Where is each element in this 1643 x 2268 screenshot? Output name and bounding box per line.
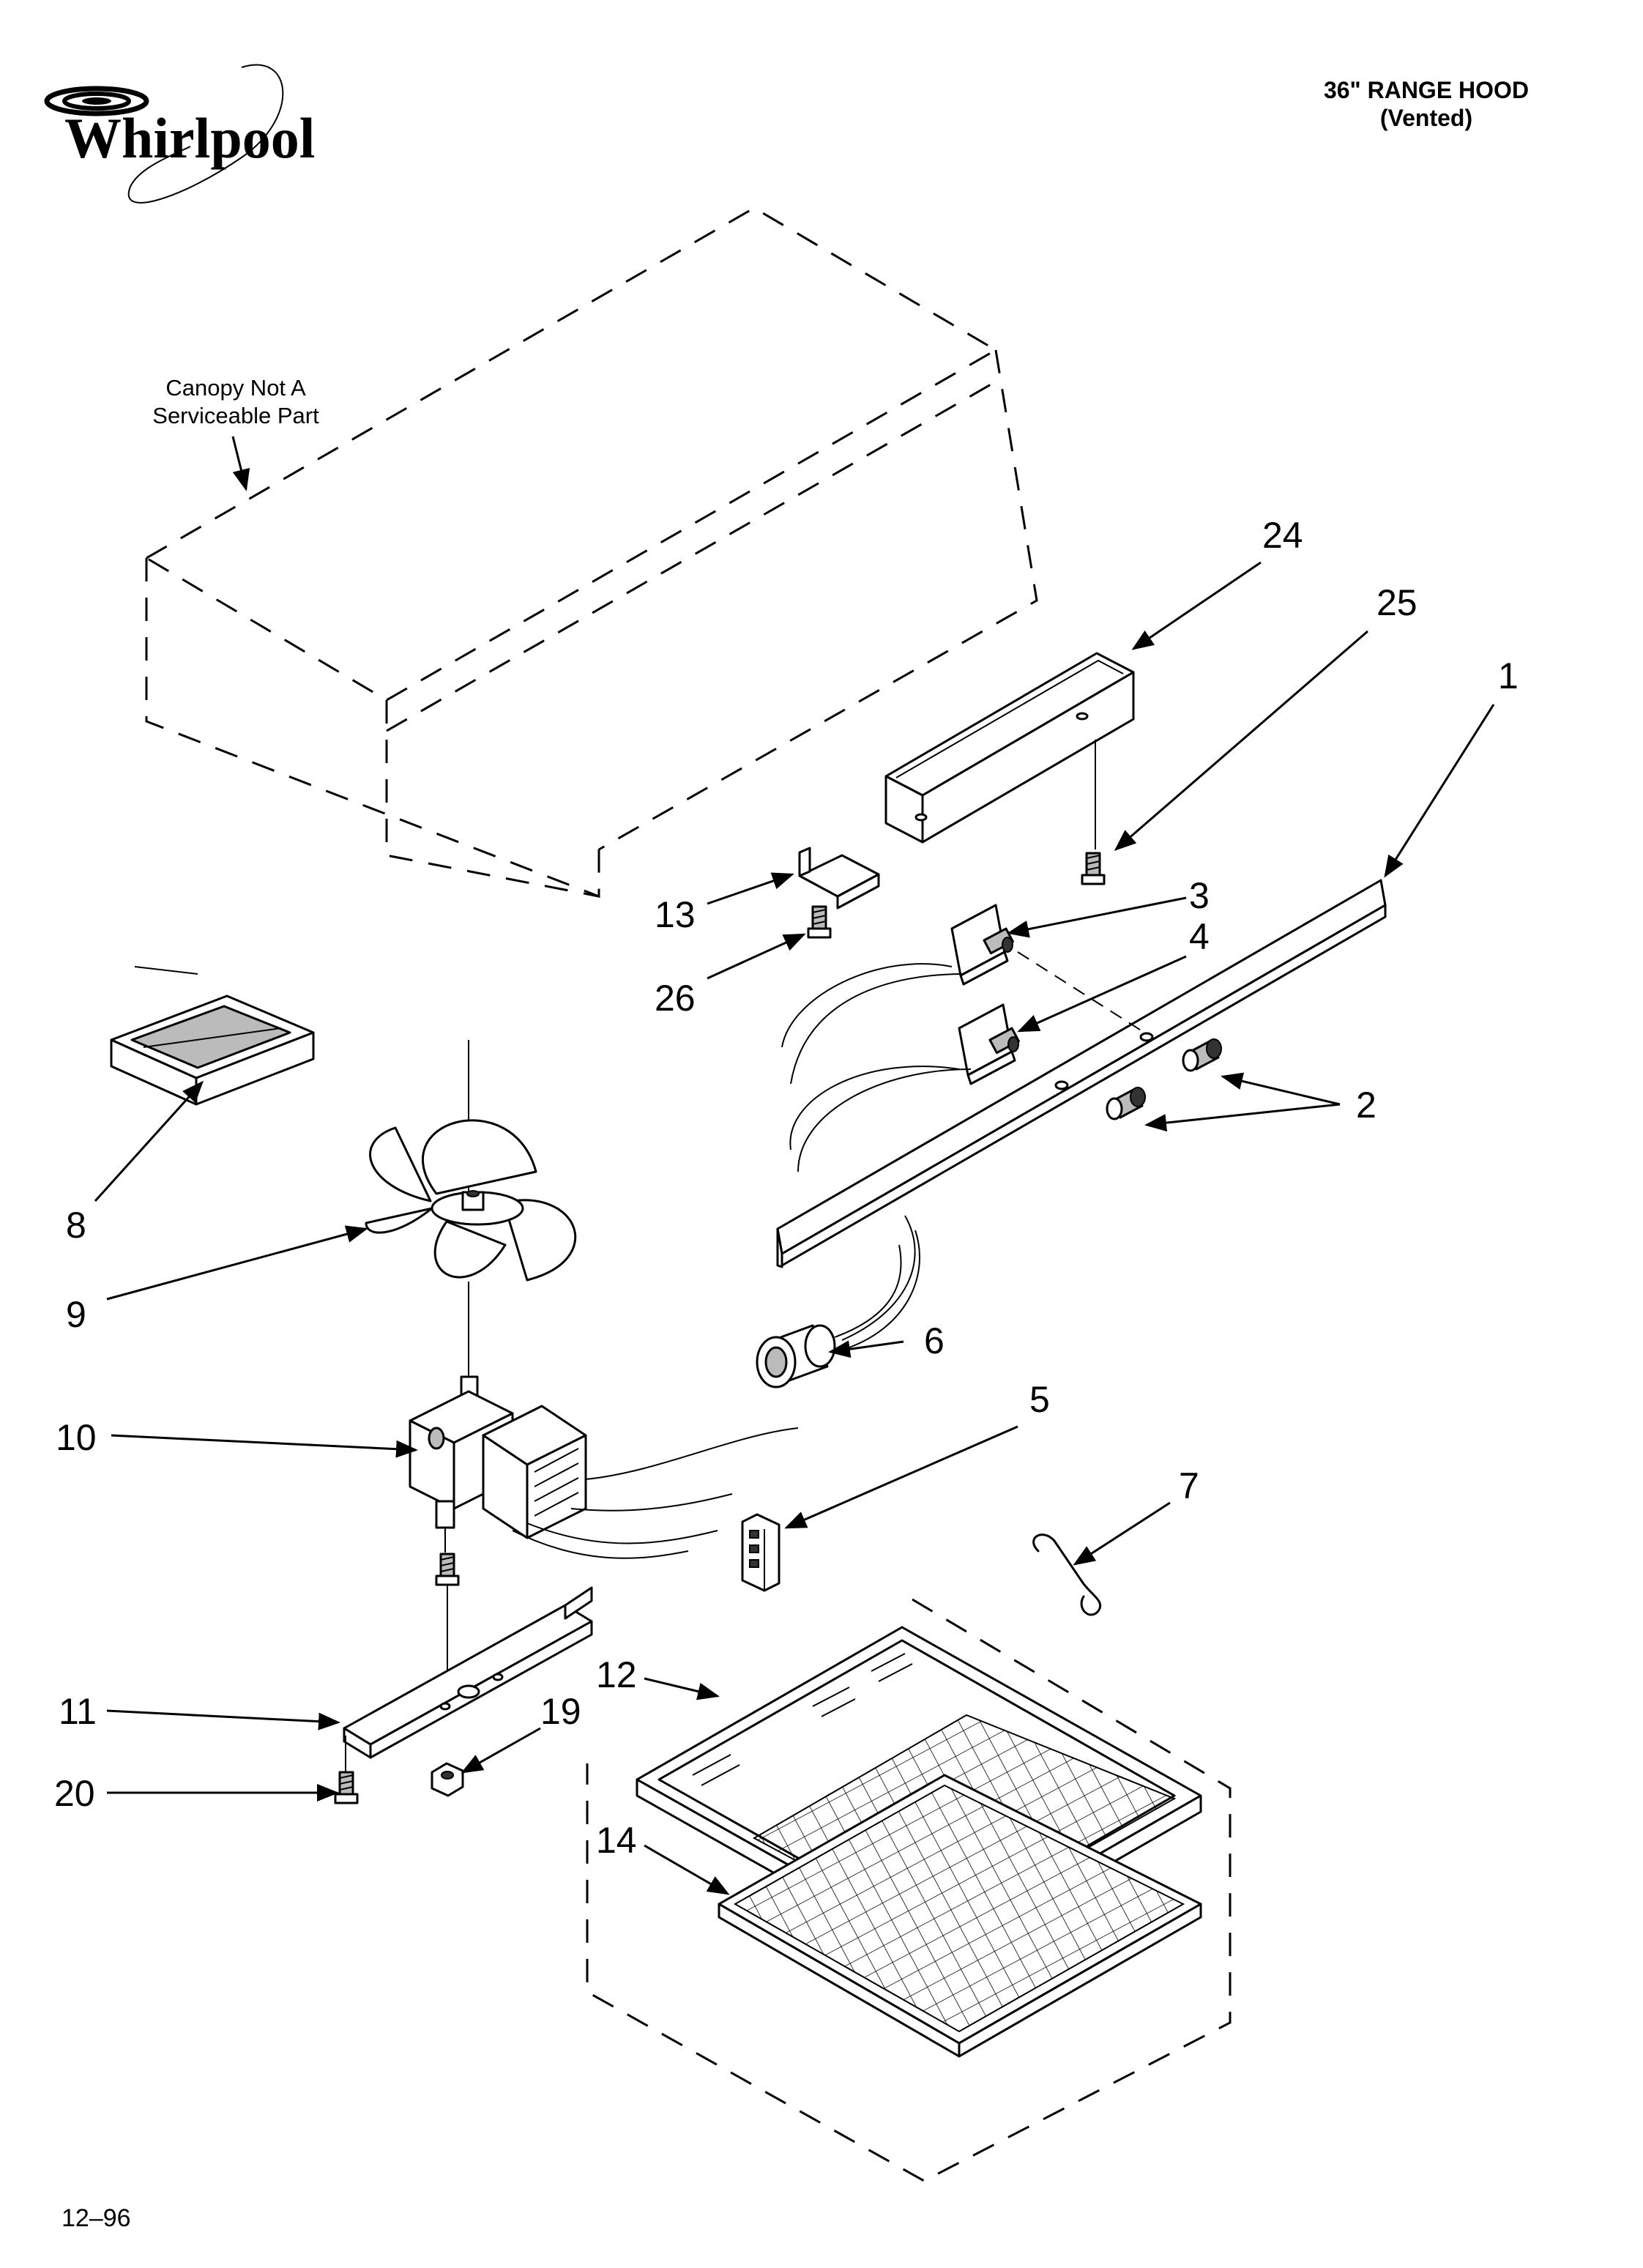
part-20-screw: [334, 1736, 359, 1804]
callout-numbers: 24 25 1 3 4 2 13 26 8 9 6 10 5 7 12 11 1…: [54, 515, 1519, 1861]
callout-19: 19: [540, 1691, 581, 1732]
part-19-nut: [431, 1762, 464, 1797]
whirlpool-logo: Whirlpool: [44, 64, 315, 204]
part-5-terminal-block: [741, 1513, 780, 1592]
canopy-outline: [144, 207, 1038, 899]
model-title: 36" RANGE HOOD: [1324, 77, 1529, 103]
callout-3: 3: [1189, 875, 1210, 916]
callout-7: 7: [1179, 1465, 1199, 1506]
part-2-knob-lower: [1106, 1087, 1146, 1120]
part-8-box: [110, 966, 315, 1106]
part-25-screw: [1081, 852, 1106, 885]
part-11-mount-bracket: [343, 1586, 593, 1759]
part-7-clip: [1032, 1533, 1101, 1616]
callout-24: 24: [1262, 515, 1303, 556]
callout-6: 6: [924, 1320, 945, 1361]
part-24-duct-channel: [884, 652, 1135, 844]
swirl-icon: [44, 86, 149, 116]
canopy-note-line2: Serviceable Part: [152, 403, 319, 428]
part-14-charcoal-filter: [718, 1774, 1202, 2058]
callout-5: 5: [1029, 1379, 1050, 1420]
callout-25: 25: [1376, 582, 1417, 623]
part-4-switch: [789, 1003, 1020, 1172]
callout-26: 26: [655, 978, 696, 1019]
callout-1: 1: [1498, 655, 1519, 696]
leader-lines: [94, 561, 1495, 1895]
motor-mount-screw: [435, 1553, 460, 1706]
part-1-control-bar: [776, 879, 1387, 1268]
callout-20: 20: [54, 1773, 95, 1814]
part-10-motor: [409, 1375, 799, 1559]
callout-2: 2: [1356, 1085, 1376, 1126]
model-subtitle: (Vented): [1380, 105, 1472, 131]
part-9-fan-blade: [365, 1040, 577, 1377]
callout-9: 9: [66, 1294, 86, 1335]
callout-11: 11: [59, 1691, 97, 1732]
brand-wordmark: Whirlpool: [64, 106, 315, 170]
part-26-screw: [807, 905, 832, 939]
canopy-note-line1: Canopy Not A: [165, 375, 306, 401]
part-3-switch: [781, 904, 1014, 1085]
part-13-bracket: [798, 847, 880, 910]
callout-12: 12: [596, 1654, 637, 1695]
callout-4: 4: [1189, 916, 1210, 957]
part-2-knob-upper: [1182, 1038, 1222, 1072]
callout-14: 14: [596, 1820, 637, 1861]
callout-8: 8: [66, 1205, 86, 1246]
part-6-lamp-socket: [756, 1215, 920, 1388]
callout-13: 13: [655, 894, 696, 935]
date-code: 12–96: [62, 2204, 131, 2232]
callout-10: 10: [56, 1417, 97, 1458]
